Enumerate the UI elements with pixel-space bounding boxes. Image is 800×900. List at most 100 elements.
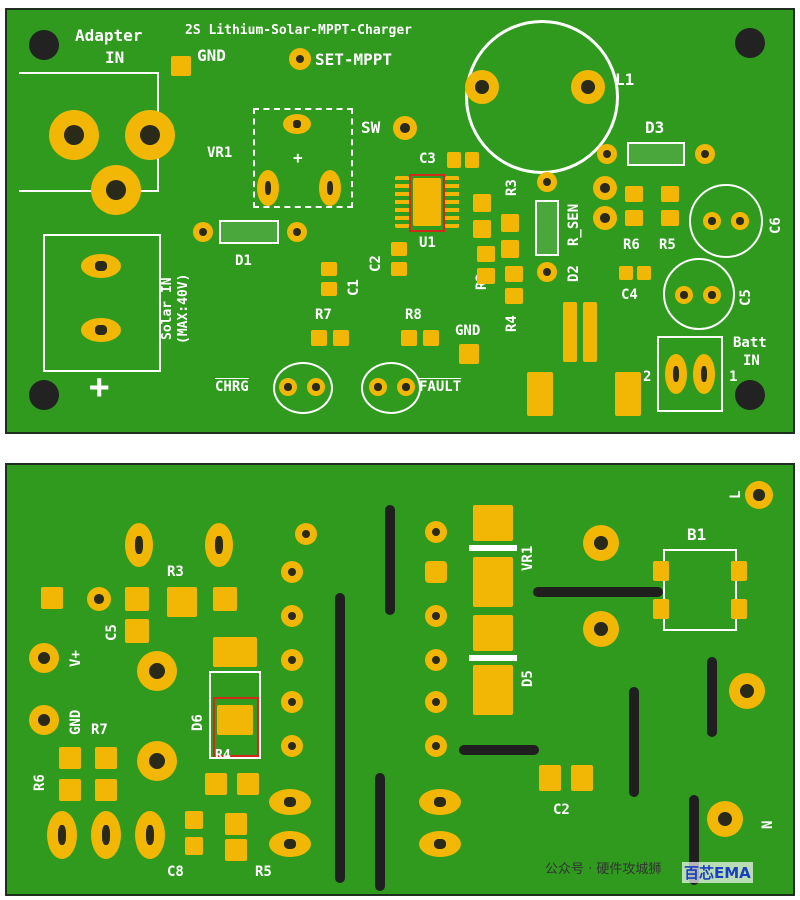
fault-label: FAULT (419, 379, 462, 395)
c3-label: C3 (419, 151, 436, 167)
d2-pad-1 (537, 172, 557, 192)
oval-pad-2 (205, 523, 233, 567)
r-sen-label: R_SEN (566, 203, 582, 246)
ic-pin-a1 (425, 521, 447, 543)
set-mppt-pad (289, 48, 311, 70)
n-pad (707, 801, 743, 837)
c5-label: C5 (104, 624, 120, 641)
l1-pad-2 (571, 70, 605, 104)
d6-label: D6 (190, 714, 206, 731)
mounting-hole-top-left (29, 30, 59, 60)
r5-pad-2 (237, 773, 259, 795)
r3-pad-1 (125, 587, 149, 611)
ic-pin-b6 (281, 735, 303, 757)
r5-label: R5 (659, 237, 676, 253)
r7-pad-3 (59, 779, 81, 801)
ic-pin-b1 (295, 523, 317, 545)
d6-highlight-box (213, 697, 259, 757)
c5-pad-2 (703, 286, 721, 304)
sw-label: SW (361, 118, 381, 137)
c2-pad-2 (571, 765, 593, 791)
b1-pad-1 (653, 561, 669, 581)
conn-pad-2 (269, 831, 311, 857)
oval-pad-1 (125, 523, 153, 567)
r-sen-pad-1 (593, 176, 617, 200)
trace-1 (335, 593, 345, 883)
vplus-label: V+ (68, 650, 84, 667)
r5-label: R5 (255, 864, 272, 880)
trace-6 (629, 687, 639, 797)
c5-outline (663, 258, 735, 330)
vr1-center-mark: + (293, 148, 303, 167)
u1-pads-right (445, 176, 459, 228)
r-sen-pad-2 (593, 206, 617, 230)
r8-pad-1 (401, 330, 417, 346)
board-title: 2S Lithium-Solar-MPPT-Charger (185, 23, 412, 38)
c3-pad-1 (447, 152, 461, 168)
adapter-in-label: Adapter (75, 26, 143, 45)
q-pad-2 (583, 302, 597, 362)
d2-pad-2 (537, 262, 557, 282)
c2-pad-1 (391, 242, 407, 256)
r7-pad-2 (333, 330, 349, 346)
bottom-right-pad-1 (729, 673, 765, 709)
adapter-jack-pad-3 (91, 165, 141, 215)
watermark-text: 公众号 · 硬件攻城狮 (545, 862, 662, 877)
gnd-label: GND (197, 46, 226, 65)
vr1-outline (253, 108, 353, 208)
r3-pad-2 (473, 220, 491, 238)
c5-label: C5 (738, 289, 754, 306)
sw-pad (393, 116, 417, 140)
ic-pin-b3 (281, 605, 303, 627)
trace-4 (533, 587, 663, 597)
d5-label: D5 (520, 670, 536, 687)
c2-label: C2 (368, 255, 384, 272)
r5-pad-1 (661, 186, 679, 202)
conn-pad-1 (269, 789, 311, 815)
c8-pad-2 (185, 837, 203, 855)
r2-pad-1 (477, 246, 495, 262)
r8-label: R8 (405, 307, 422, 323)
d3-label: D3 (645, 118, 665, 137)
fault-led-pad-2 (397, 378, 415, 396)
u1-label: U1 (419, 235, 436, 251)
c5-round-pad (87, 587, 111, 611)
c5-pad (41, 587, 63, 609)
c6-label: C6 (768, 217, 784, 234)
vr1-pad-left (257, 170, 279, 206)
adapter-jack-pad-2 (125, 110, 175, 160)
r7-label: R7 (315, 307, 332, 323)
pcb-bottom-board: L N B1 VR1 D5 R3 C5 V+ (5, 463, 795, 896)
l1-pad-1 (465, 70, 499, 104)
chrg-label: CHRG (215, 379, 249, 395)
r4-pad-1 (505, 266, 523, 282)
solar-in-pad-2 (81, 318, 121, 342)
d2-body (535, 200, 559, 256)
vr1-pad-2 (473, 557, 513, 607)
r3-pad-1 (473, 194, 491, 212)
c5-pad-1 (675, 286, 693, 304)
c1-label: C1 (346, 279, 362, 296)
c2-label: C2 (553, 802, 570, 818)
r3-label: R3 (167, 564, 184, 580)
r2-pad-2 (477, 268, 495, 284)
u1-highlight-box (409, 174, 445, 232)
gnd-label: GND (68, 709, 84, 735)
c4-pad-2 (637, 266, 651, 280)
b1-body (663, 549, 737, 631)
l1-label: L1 (615, 70, 635, 89)
c2-pad-2 (391, 262, 407, 276)
vr1-label: VR1 (207, 145, 233, 161)
ic-pin-a6 (425, 735, 447, 757)
c1-pad-2 (321, 282, 337, 296)
d5-pad-2 (473, 665, 513, 715)
d5-outline (469, 655, 517, 661)
ic-pin-b5 (281, 691, 303, 713)
b1-pad-3 (653, 599, 669, 619)
gnd-pad (29, 705, 59, 735)
ic-pin-a5 (425, 691, 447, 713)
pin2-label: 2 (643, 369, 652, 385)
d3-pad-2 (695, 144, 715, 164)
r8-pad-2 (423, 330, 439, 346)
vr1-pad-top (283, 114, 311, 134)
